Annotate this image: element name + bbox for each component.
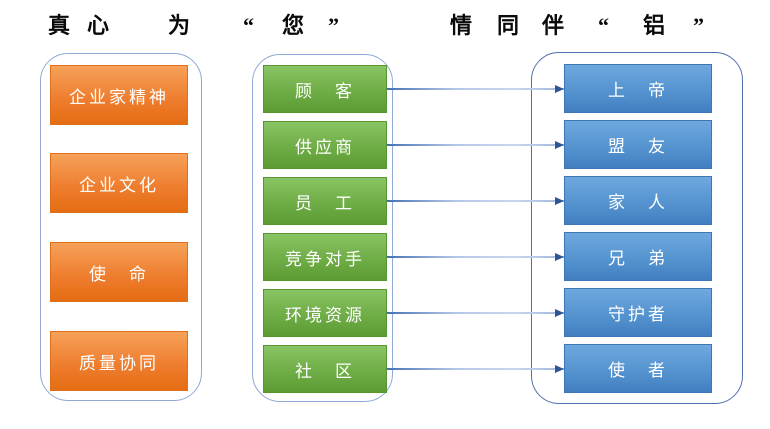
stakeholder-box-2: 供应商 xyxy=(263,121,387,169)
title-quote-close-icon: ” xyxy=(693,13,704,38)
metaphor-box-4: 兄 弟 xyxy=(564,232,712,281)
title-char: 伴 xyxy=(542,13,565,38)
value-box-3: 使 命 xyxy=(50,242,188,302)
metaphor-box-6: 使 者 xyxy=(564,344,712,393)
title-char: 您 xyxy=(282,13,305,38)
connector-arrow-4 xyxy=(387,256,564,258)
stakeholders-group-frame xyxy=(252,54,393,402)
stakeholder-box-6: 社 区 xyxy=(263,345,387,393)
stakeholder-box-4: 竞争对手 xyxy=(263,233,387,281)
title-quote-open-icon: “ xyxy=(598,13,609,38)
metaphor-box-3: 家 人 xyxy=(564,176,712,225)
stakeholder-box-3: 员 工 xyxy=(263,177,387,225)
metaphor-box-5: 守护者 xyxy=(564,288,712,337)
title-char: 真 xyxy=(48,13,71,38)
metaphors-group-frame xyxy=(531,52,743,404)
connector-arrow-1 xyxy=(387,88,564,90)
stakeholder-box-5: 环境资源 xyxy=(263,289,387,337)
value-box-1: 企业家精神 xyxy=(50,65,188,125)
title-quote-open-icon: “ xyxy=(243,13,254,38)
metaphor-box-1: 上 帝 xyxy=(564,64,712,113)
connector-arrow-5 xyxy=(387,312,564,314)
value-box-4: 质量协同 xyxy=(50,331,188,391)
title-char: 情 xyxy=(450,13,473,38)
connector-arrow-3 xyxy=(387,200,564,202)
title-quote-close-icon: ” xyxy=(328,13,339,38)
title-char: 心 xyxy=(87,13,110,38)
value-box-2: 企业文化 xyxy=(50,153,188,213)
title-char: 为 xyxy=(168,13,191,38)
connector-arrow-6 xyxy=(387,368,564,370)
title-char: 铝 xyxy=(643,13,666,38)
metaphor-box-2: 盟 友 xyxy=(564,120,712,169)
title-char: 同 xyxy=(497,13,520,38)
stakeholder-box-1: 顾 客 xyxy=(263,65,387,113)
connector-arrow-2 xyxy=(387,144,564,146)
values-group-frame xyxy=(40,53,202,401)
